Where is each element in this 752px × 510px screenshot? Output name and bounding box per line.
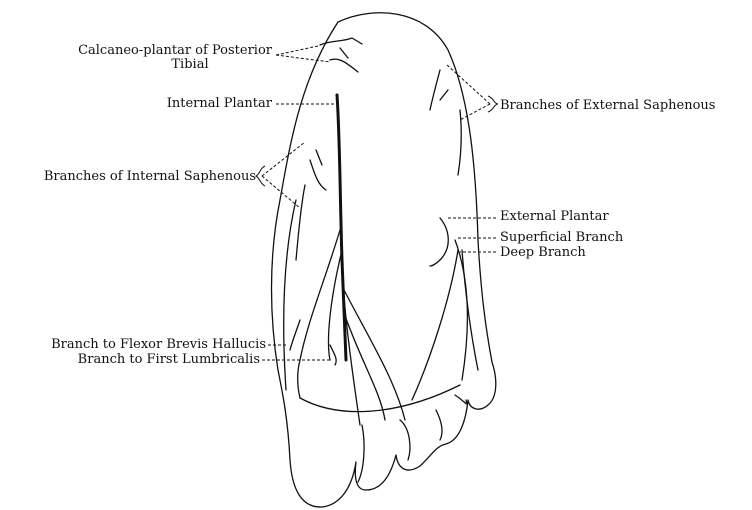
external-saphenous-branch-3 xyxy=(440,90,448,100)
label-calcaneo-plantar-line1: Calcaneo-plantar of Posterior xyxy=(20,44,272,58)
leader-external-saphenous-2 xyxy=(460,104,490,120)
toe-fourth xyxy=(436,410,442,440)
label-branches-external-saphenous: Branches of External Saphenous xyxy=(500,99,715,113)
internal-plantar-branch-5 xyxy=(329,250,343,360)
toe-second xyxy=(358,425,364,482)
label-branch-first-lumbricalis: Branch to First Lumbricalis xyxy=(2,353,260,367)
label-deep-branch: Deep Branch xyxy=(500,246,586,260)
inner-margin xyxy=(284,200,296,390)
internal-plantar-nerve xyxy=(337,95,346,360)
calcaneo-branch-3 xyxy=(340,48,348,58)
lumbricalis-branch xyxy=(330,345,336,365)
label-calcaneo-plantar-line2: Tibial xyxy=(140,58,240,72)
external-saphenous-branch-1 xyxy=(430,70,440,110)
toe-fifth xyxy=(455,395,467,404)
flexor-brevis-branch xyxy=(290,320,300,350)
label-branch-flexor-brevis: Branch to Flexor Brevis Hallucis xyxy=(2,338,266,352)
calcaneo-branch-2 xyxy=(330,59,358,72)
internal-saphenous-branch-1 xyxy=(310,160,326,190)
outer-margin xyxy=(462,250,478,370)
toe-third xyxy=(400,420,410,460)
external-plantar-nerve xyxy=(430,218,448,266)
leader-calcaneo-1 xyxy=(276,46,318,55)
internal-saphenous-branch-2 xyxy=(296,185,305,260)
external-saphenous-branch-2 xyxy=(458,110,461,175)
internal-saphenous-branch-3 xyxy=(316,150,322,165)
external-plantar-superficial xyxy=(455,240,467,380)
internal-plantar-branch-1 xyxy=(298,230,340,398)
brace-internal-saphenous xyxy=(256,166,265,186)
internal-plantar-branch-3 xyxy=(344,290,405,420)
leader-internal-saphenous-1 xyxy=(262,142,305,176)
label-superficial-branch: Superficial Branch xyxy=(500,231,623,245)
leader-external-saphenous-1 xyxy=(446,64,490,104)
label-branches-internal-saphenous: Branches of Internal Saphenous xyxy=(4,170,256,184)
label-external-plantar: External Plantar xyxy=(500,210,609,224)
toe-base-line xyxy=(300,385,460,412)
label-internal-plantar: Internal Plantar xyxy=(100,97,272,111)
leader-calcaneo-2 xyxy=(276,55,330,62)
external-plantar-deep xyxy=(412,250,458,400)
